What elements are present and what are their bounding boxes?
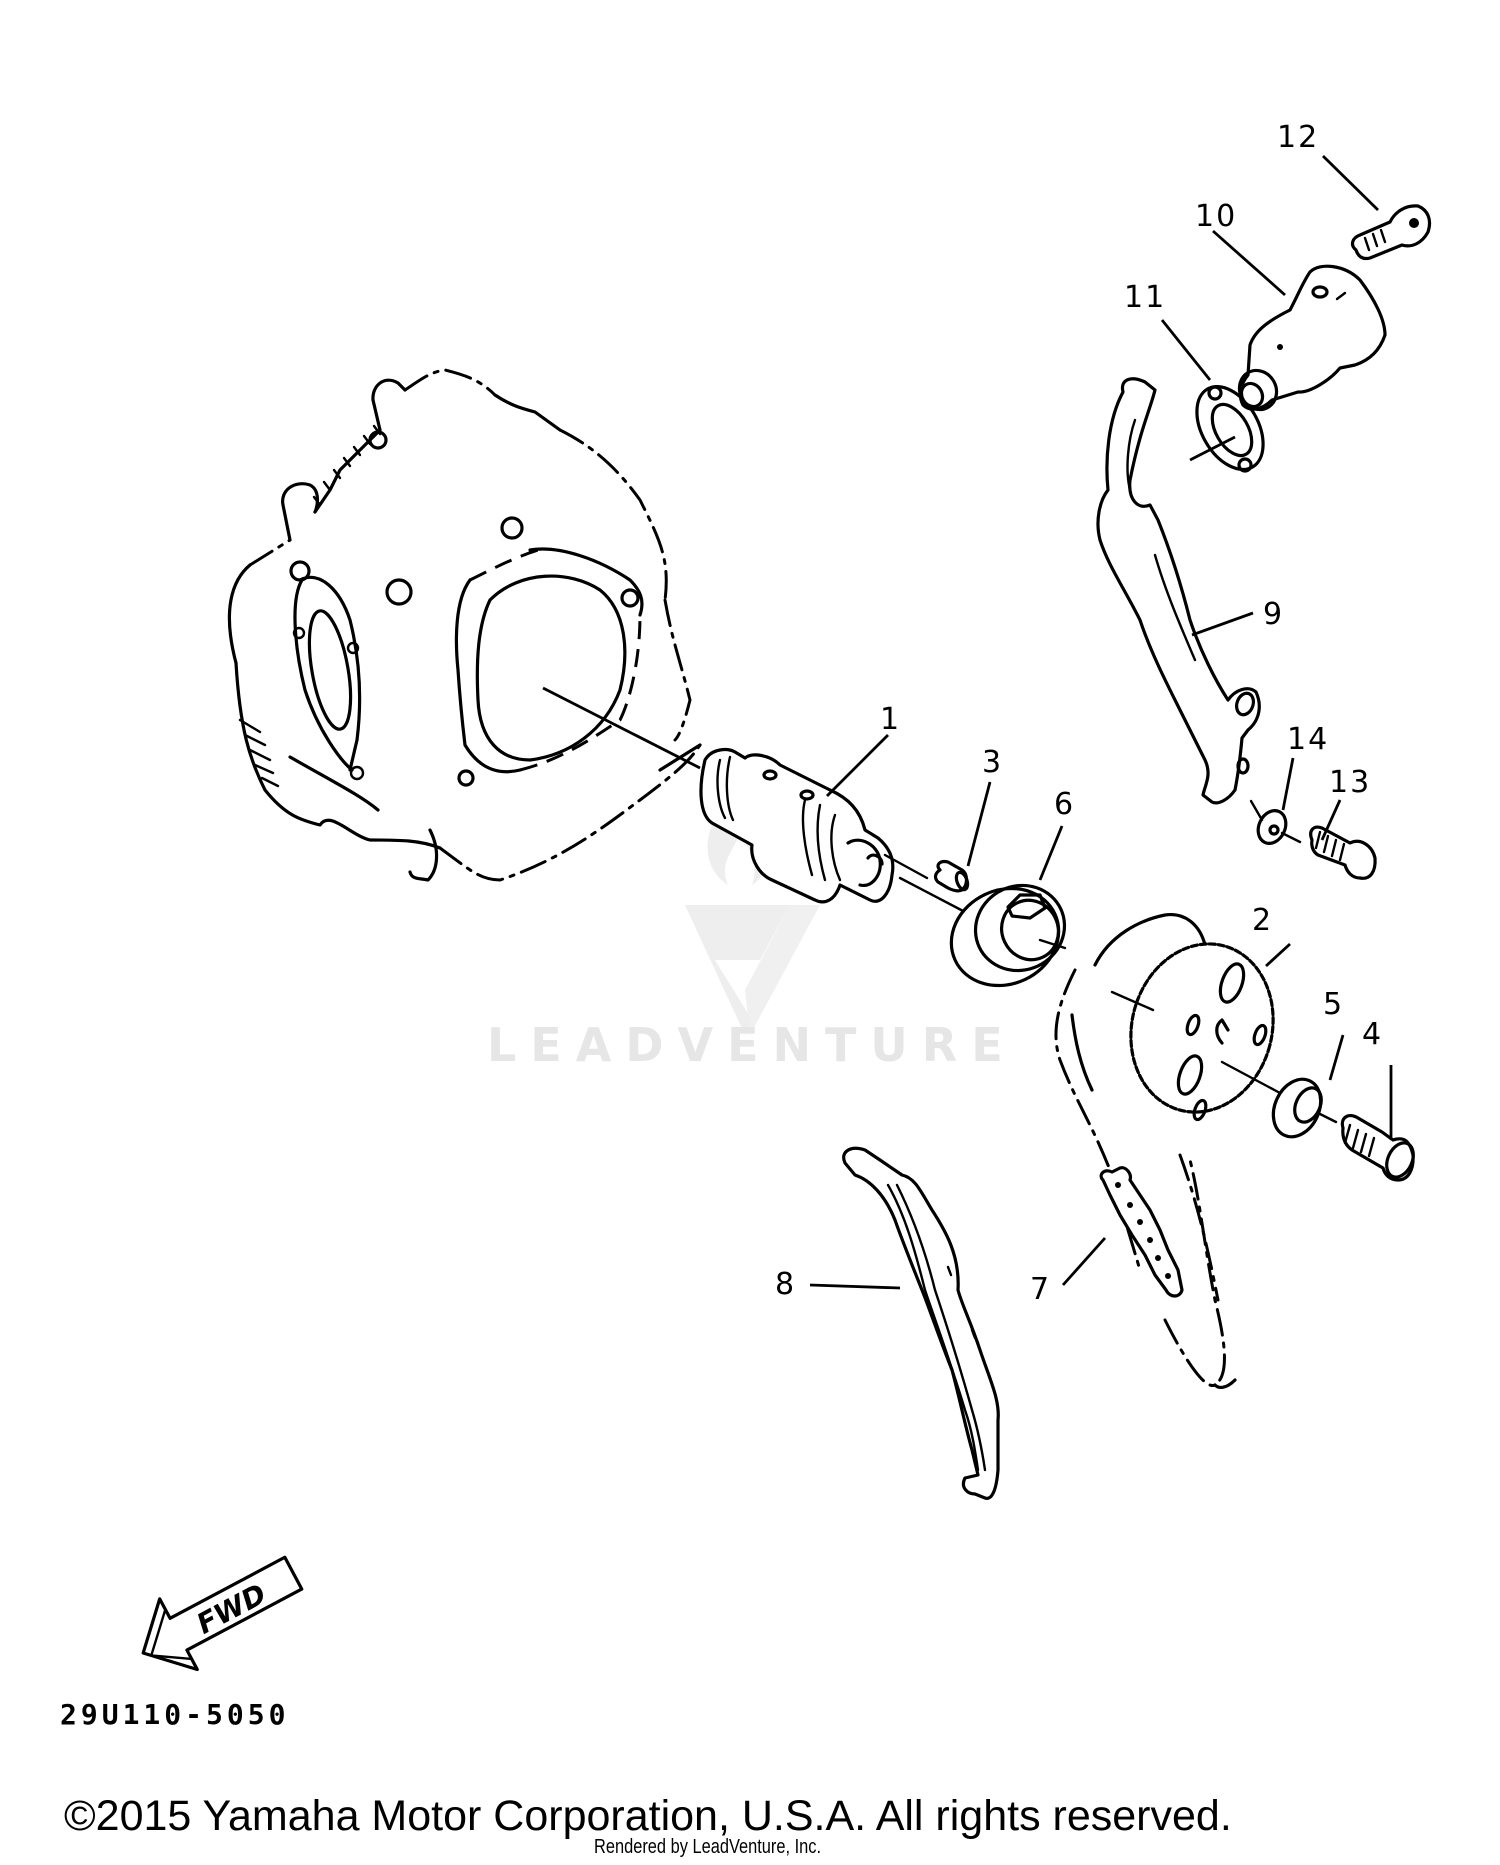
callout-leaders <box>809 155 1393 1290</box>
callout-8[interactable]: 8 <box>775 1267 797 1302</box>
callout-3[interactable]: 3 <box>982 745 1004 780</box>
forward-arrow-icon: FWD <box>141 1555 304 1672</box>
chain-guide-part-8 <box>842 1146 1000 1500</box>
guide-bolt-part-13 <box>1280 825 1377 880</box>
rendered-by-notice: Rendered by LeadVenture, Inc. <box>594 1836 822 1858</box>
watermark-text: LEADVENTURE <box>487 1018 1017 1072</box>
cam-sprocket-part-2 <box>1110 942 1282 1122</box>
leader-line <box>542 686 701 770</box>
callout-9[interactable]: 9 <box>1263 597 1285 632</box>
callout-11[interactable]: 11 <box>1124 280 1167 315</box>
sprocket-bolt-part-4 <box>1340 1114 1415 1182</box>
callout-4[interactable]: 4 <box>1362 1017 1384 1052</box>
copyright-notice: ©2015 Yamaha Motor Corporation, U.S.A. A… <box>64 1792 1232 1840</box>
callout-6[interactable]: 6 <box>1054 787 1076 822</box>
callout-5[interactable]: 5 <box>1323 987 1345 1022</box>
cam-chain-links-part-7 <box>1099 1166 1184 1298</box>
diagram-code: 29U110-5050 <box>60 1698 290 1731</box>
bearing-part-6 <box>949 883 1067 988</box>
camshaft-part-1 <box>699 748 967 914</box>
callout-7[interactable]: 7 <box>1030 1272 1052 1307</box>
tensioner-part-10 <box>1237 264 1387 412</box>
callout-13[interactable]: 13 <box>1329 765 1372 800</box>
callout-10[interactable]: 10 <box>1195 199 1238 234</box>
callout-14[interactable]: 14 <box>1287 722 1330 757</box>
chain-guide-part-9 <box>1096 377 1261 805</box>
callout-12[interactable]: 12 <box>1277 120 1320 155</box>
tensioner-bolt-part-12 <box>1350 204 1432 261</box>
guide-washer-part-14 <box>1249 799 1288 845</box>
washer-part-5 <box>1271 1077 1338 1139</box>
cylinder-head-outline <box>227 368 702 882</box>
pin-part-3 <box>933 859 970 893</box>
callout-2[interactable]: 2 <box>1252 903 1274 938</box>
cam-chain-loop <box>1054 913 1237 1389</box>
callout-1[interactable]: 1 <box>880 702 902 737</box>
